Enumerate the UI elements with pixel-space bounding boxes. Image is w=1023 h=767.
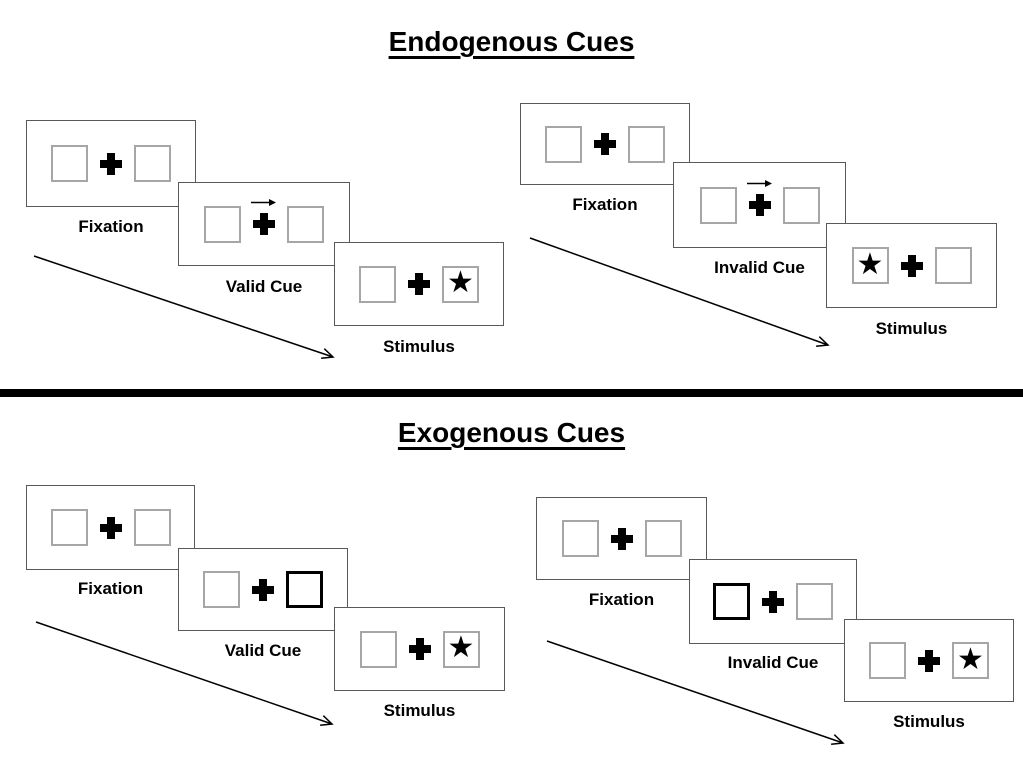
star-target-icon: ★ <box>957 642 984 676</box>
star-target-icon: ★ <box>856 247 884 281</box>
fixation-cross-icon <box>408 638 431 660</box>
left-box <box>359 265 396 303</box>
fixation-cross-icon <box>408 273 430 295</box>
cue-arrow-right-icon <box>746 180 772 187</box>
panel-label: Valid Cue <box>224 641 302 660</box>
star-target-icon: ★ <box>447 631 475 664</box>
section-divider <box>0 389 1023 397</box>
fixation-cross-icon <box>99 516 122 539</box>
right-box <box>644 520 682 557</box>
right-box-with-star: ★ <box>442 630 480 668</box>
left-box-with-star: ★ <box>851 247 889 284</box>
panel-exogenous-invalid-fixation <box>536 497 707 580</box>
section-title-exogenous: Exogenous Cues <box>397 417 626 448</box>
fixation-cross-icon <box>762 590 784 613</box>
cue-arrow-right-icon <box>251 199 276 206</box>
right-box <box>133 509 171 546</box>
star-target-icon: ★ <box>447 266 474 299</box>
panel-exogenous-invalid-stimulus: ★ <box>844 619 1014 702</box>
timeline-arrow-exogenous-invalid <box>546 640 845 746</box>
right-box-with-star: ★ <box>442 265 479 303</box>
panel-endogenous-valid-stimulus: ★ <box>334 242 504 326</box>
panel-label: Stimulus <box>875 319 948 338</box>
left-box-highlight-cue <box>713 583 750 620</box>
left-box <box>545 125 582 163</box>
right-box <box>934 247 972 284</box>
right-box <box>628 125 665 163</box>
fixation-cross-icon <box>252 578 274 601</box>
panel-label: Invalid Cue <box>714 258 805 277</box>
panel-label: Fixation <box>588 590 655 609</box>
panel-endogenous-invalid-cue <box>673 162 846 248</box>
panel-label: Valid Cue <box>225 277 303 296</box>
left-box <box>50 509 88 546</box>
right-box <box>782 186 820 224</box>
timeline-arrow-endogenous-valid <box>33 255 335 360</box>
fixation-cross-icon <box>900 254 923 277</box>
panel-exogenous-valid-cue <box>178 548 348 631</box>
left-box <box>204 205 241 243</box>
left-box <box>699 186 737 224</box>
panel-label: Stimulus <box>383 337 455 356</box>
fixation-cross-icon <box>746 180 772 216</box>
right-box <box>287 205 324 243</box>
panel-label: Fixation <box>78 217 144 236</box>
panel-label: Invalid Cue <box>727 653 819 672</box>
fixation-cross-icon <box>610 527 633 550</box>
panel-endogenous-invalid-stimulus: ★ <box>826 223 997 308</box>
fixation-cross-icon <box>918 649 940 672</box>
right-box-highlight-cue <box>286 571 323 608</box>
fixation-cross-icon <box>100 152 122 175</box>
panel-endogenous-valid-cue <box>178 182 350 266</box>
panel-exogenous-valid-fixation <box>26 485 195 570</box>
fixation-cross-icon <box>594 133 616 155</box>
timeline-arrow-endogenous-invalid <box>529 237 830 348</box>
right-box <box>134 145 171 182</box>
panel-label: Stimulus <box>893 712 965 731</box>
left-box <box>203 571 240 608</box>
left-box <box>359 630 397 668</box>
panel-exogenous-invalid-cue <box>689 559 857 644</box>
panel-label: Fixation <box>572 195 638 214</box>
right-box <box>796 583 833 620</box>
panel-label: Fixation <box>77 579 144 598</box>
fixation-cross-icon <box>251 199 276 235</box>
panel-endogenous-valid-fixation <box>26 120 196 207</box>
panel-exogenous-valid-stimulus: ★ <box>334 607 505 691</box>
left-box <box>561 520 599 557</box>
section-title-endogenous: Endogenous Cues <box>388 26 635 57</box>
right-box-with-star: ★ <box>952 642 989 679</box>
timeline-arrow-exogenous-valid <box>35 621 334 727</box>
panel-label: Stimulus <box>383 701 456 720</box>
left-box <box>869 642 906 679</box>
panel-endogenous-invalid-fixation <box>520 103 690 185</box>
left-box <box>51 145 88 182</box>
